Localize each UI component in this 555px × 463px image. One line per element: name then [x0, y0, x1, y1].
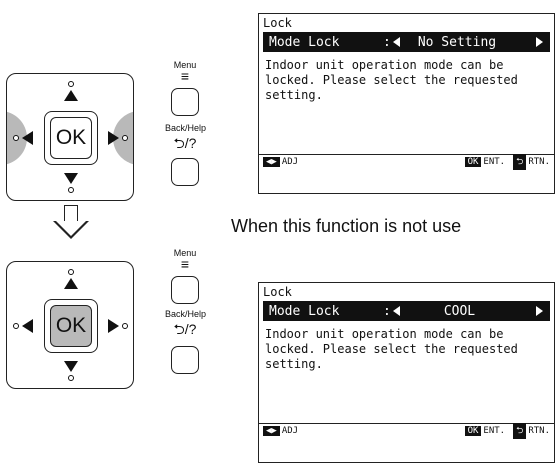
back-help-label: Back/Help [165, 123, 207, 133]
lcd-screen-mode-lock-cool: Lock Mode Lock : COOL Indoor unit operat… [258, 282, 555, 463]
ok-label: OK [50, 305, 92, 347]
down-arrow-icon[interactable] [64, 173, 78, 184]
left-select-arrow-icon [392, 306, 400, 316]
caption: When this function is not use [231, 216, 462, 236]
row-label: Mode Lock [269, 34, 340, 50]
menu-button[interactable] [171, 88, 199, 116]
return-icon: ⮌ [513, 154, 527, 170]
down-arrow-icon[interactable] [64, 361, 78, 372]
ok-button[interactable]: OK [44, 299, 98, 353]
screen-footer: ◀▶ ADJ OK ENT. ⮌ RTN. [259, 154, 554, 170]
footer-adj: ADJ [281, 157, 299, 167]
footer-ent: ENT. [483, 157, 506, 167]
up-arrow-icon[interactable] [64, 278, 78, 289]
row-value: COOL [443, 303, 476, 319]
screen-title: Lock [263, 16, 292, 30]
footer-adj: ADJ [281, 426, 299, 436]
row-separator: : [383, 34, 391, 50]
down-dot-icon [68, 187, 74, 193]
menu-icon: ≡ [180, 68, 190, 84]
row-label: Mode Lock [269, 303, 340, 319]
right-arrow-icon[interactable] [108, 131, 119, 145]
screen-description: Indoor unit operation mode can be locked… [265, 327, 518, 371]
right-dot-icon [122, 323, 128, 329]
footer-rtn: RTN. [528, 157, 550, 167]
dpad-lower: OK [6, 261, 134, 389]
right-arrow-icon[interactable] [108, 319, 119, 333]
left-arrow-icon[interactable] [22, 319, 33, 333]
ok-button[interactable]: OK [44, 111, 98, 165]
footer-ok-tag: OK [464, 426, 482, 436]
back-help-icon: ⮌/? [173, 135, 197, 151]
left-select-arrow-icon [392, 37, 400, 47]
left-arrow-icon[interactable] [22, 131, 33, 145]
screen-title: Lock [263, 285, 292, 299]
menu-icon: ≡ [180, 256, 190, 272]
right-dot-icon [122, 135, 128, 141]
screen-description: Indoor unit operation mode can be locked… [265, 58, 518, 102]
footer-rtn: RTN. [528, 426, 550, 436]
footer-ok-tag: OK [464, 157, 482, 167]
screen-footer: ◀▶ ADJ OK ENT. ⮌ RTN. [259, 423, 554, 439]
back-help-label: Back/Help [165, 309, 207, 319]
lcd-screen-mode-lock: Lock Mode Lock : No Setting Indoor unit … [258, 13, 555, 194]
return-icon: ⮌ [513, 423, 527, 439]
up-arrow-icon[interactable] [64, 90, 78, 101]
footer-ent: ENT. [483, 426, 506, 436]
back-help-icon: ⮌/? [173, 321, 197, 337]
menu-label: Menu [173, 248, 197, 258]
mode-lock-row[interactable]: Mode Lock : No Setting [263, 32, 550, 52]
up-dot-icon [68, 81, 74, 87]
left-dot-icon [13, 135, 19, 141]
dpad-upper: OK [6, 73, 134, 201]
row-separator: : [383, 303, 391, 319]
left-dot-icon [13, 323, 19, 329]
mode-lock-row[interactable]: Mode Lock : COOL [263, 301, 550, 321]
adjust-icon: ◀▶ [263, 426, 280, 436]
down-dot-icon [68, 375, 74, 381]
right-select-arrow-icon [536, 306, 543, 316]
adjust-icon: ◀▶ [263, 157, 280, 167]
row-value: No Setting [417, 34, 497, 50]
menu-label: Menu [173, 60, 197, 70]
back-help-button[interactable] [171, 346, 199, 374]
right-select-arrow-icon [536, 37, 543, 47]
menu-button[interactable] [171, 276, 199, 304]
up-dot-icon [68, 269, 74, 275]
ok-label: OK [50, 117, 92, 159]
back-help-button[interactable] [171, 158, 199, 186]
